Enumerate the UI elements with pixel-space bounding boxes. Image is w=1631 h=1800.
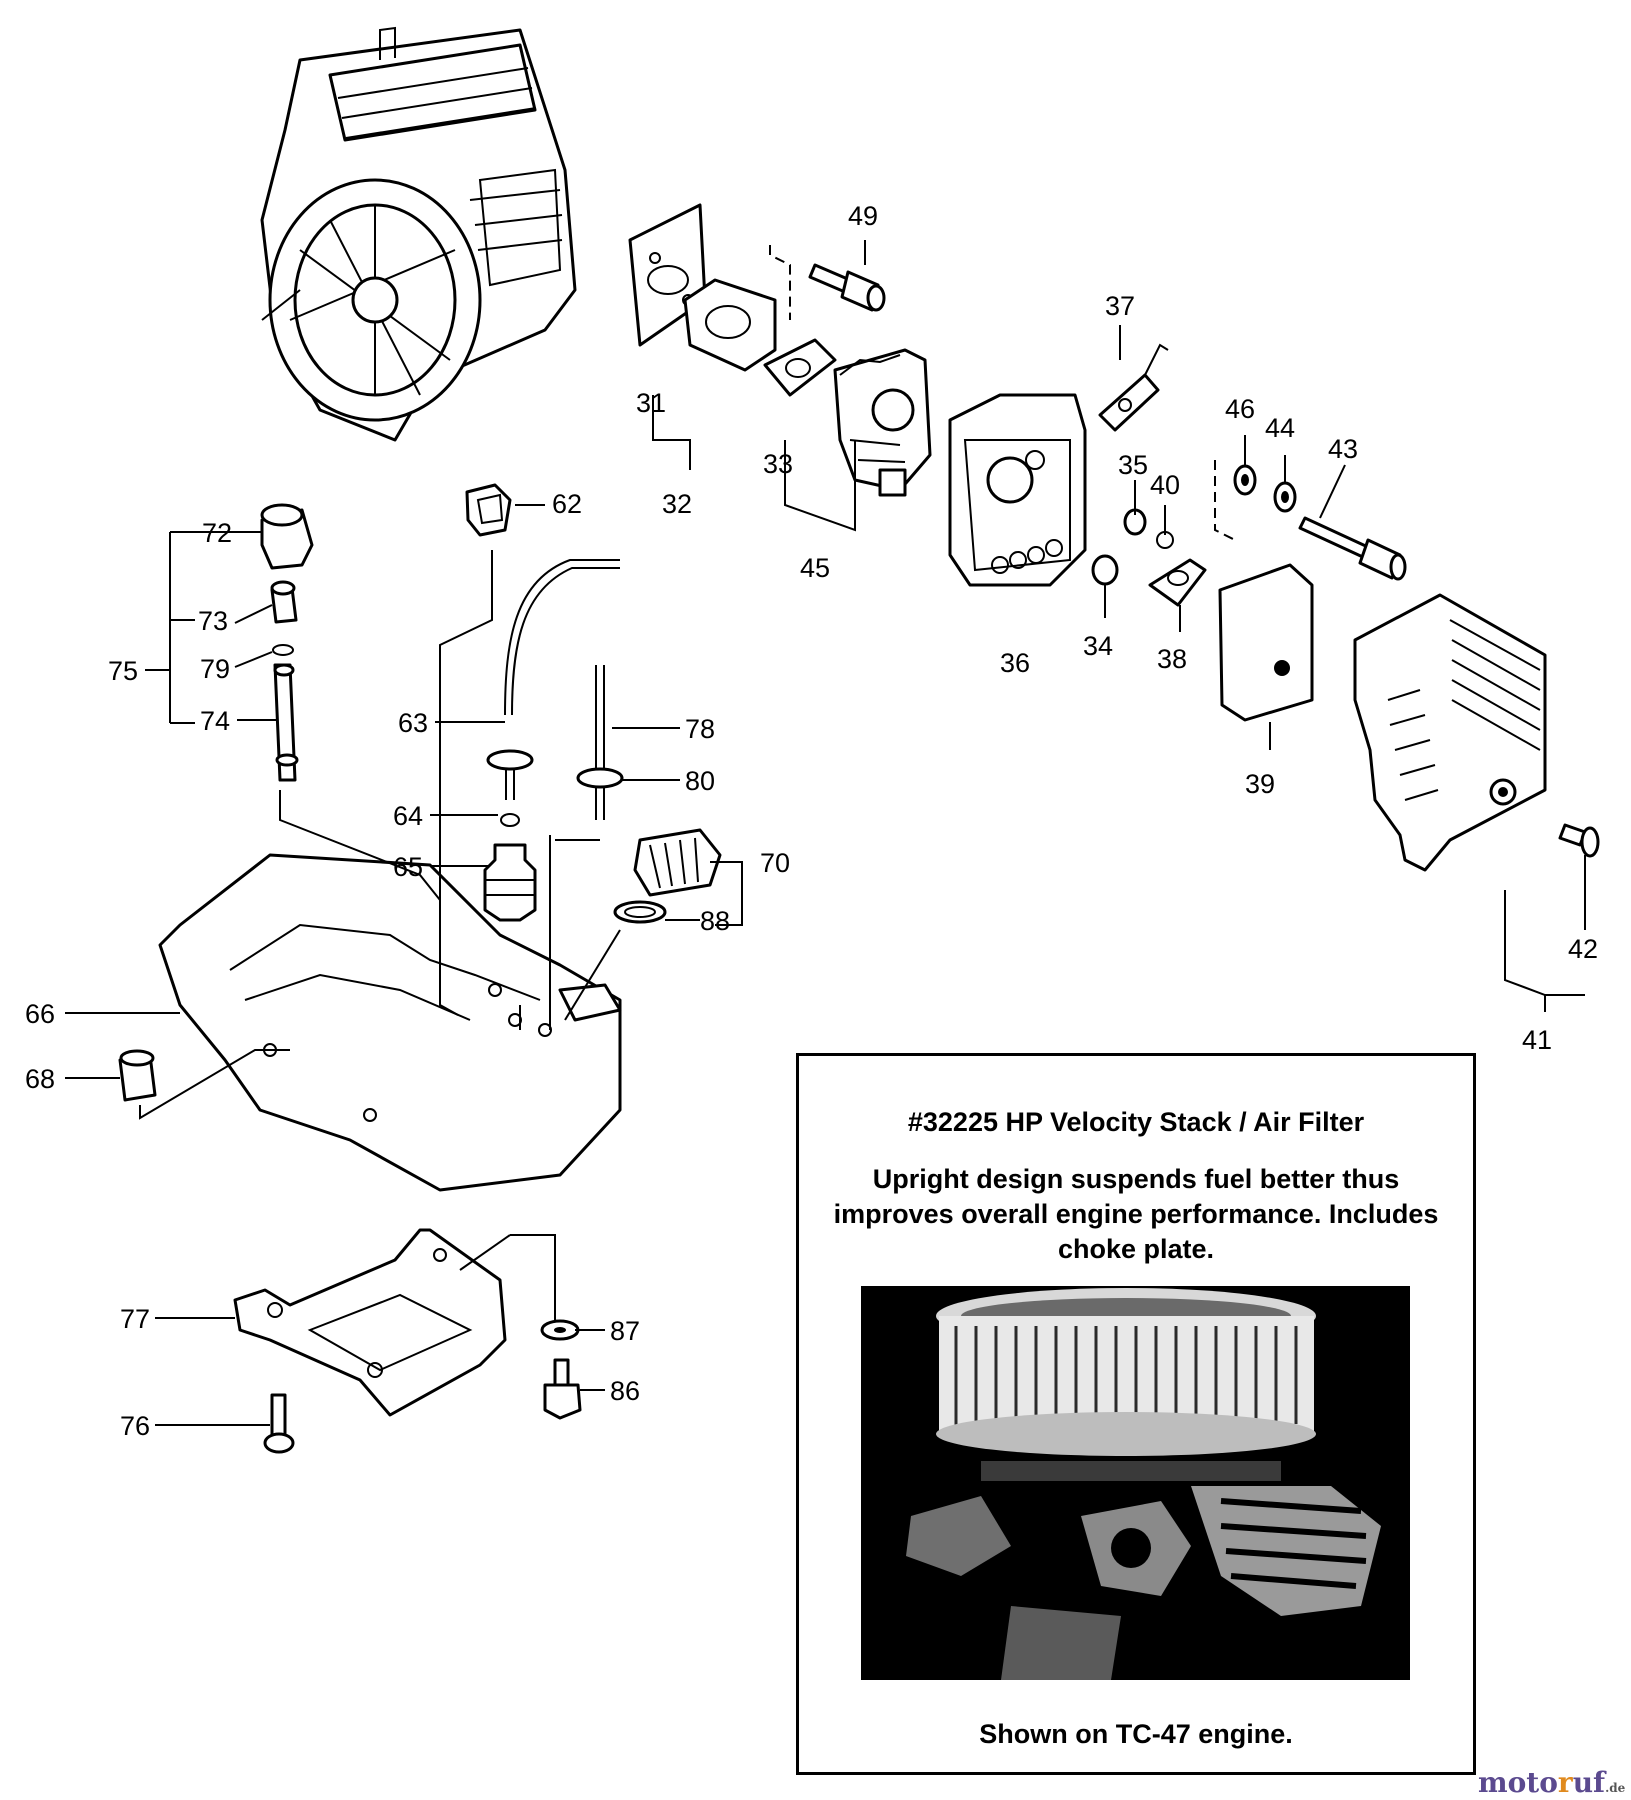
label-32: 32 [662, 489, 692, 519]
label-63: 63 [398, 708, 428, 738]
label-34: 34 [1083, 631, 1113, 661]
promo-description: Upright design suspends fuel better thus… [833, 1164, 1439, 1264]
label-38: 38 [1157, 644, 1187, 674]
label-35: 35 [1118, 450, 1148, 480]
fuel-filter-65 [483, 843, 537, 922]
label-45: 45 [800, 553, 830, 583]
label-42: 42 [1568, 934, 1598, 964]
label-79: 79 [200, 654, 230, 684]
clip-64 [500, 813, 520, 827]
small-parts-35-40-34 [1091, 508, 1174, 586]
watermark-part-1: moto [1478, 1766, 1558, 1799]
label-76: 76 [120, 1411, 150, 1441]
label-31: 31 [636, 388, 666, 418]
label-64: 64 [393, 801, 423, 831]
label-80: 80 [685, 766, 715, 796]
bolt-49 [808, 263, 886, 312]
engine-photo [861, 1286, 1410, 1680]
label-46: 46 [1225, 394, 1255, 424]
label-44: 44 [1265, 413, 1295, 443]
filter-cover-41 [1353, 593, 1547, 872]
label-77: 77 [120, 1304, 150, 1334]
label-88: 88 [700, 906, 730, 936]
promo-box: #32225 HP Velocity Stack / Air Filter Up… [796, 1053, 1476, 1775]
cap-assembly-75 [260, 503, 314, 782]
label-49: 49 [848, 201, 878, 231]
watermark-tld: .de [1605, 1781, 1626, 1795]
label-78: 78 [685, 714, 715, 744]
grommet-68 [118, 1049, 157, 1102]
fuel-line-63 [486, 559, 620, 800]
callout-labels: 49 31 32 33 45 37 46 44 43 35 40 36 34 3… [25, 201, 1598, 1441]
watermark-part-2: r [1557, 1766, 1573, 1799]
engine-block [260, 26, 577, 442]
label-36: 36 [1000, 648, 1030, 678]
label-86: 86 [610, 1376, 640, 1406]
screw-42 [1558, 823, 1600, 858]
insulator-32 [683, 278, 777, 372]
choke-lever-37 [1098, 343, 1169, 432]
washer-87 [540, 1319, 580, 1341]
label-39: 39 [1245, 769, 1275, 799]
label-65: 65 [393, 852, 423, 882]
watermark-part-3: uf [1572, 1766, 1606, 1799]
label-62: 62 [552, 489, 582, 519]
label-66: 66 [25, 999, 55, 1029]
label-72: 72 [202, 518, 232, 548]
label-40: 40 [1150, 470, 1180, 500]
choke-plate-38 [1148, 558, 1207, 607]
air-filter-housing-36 [948, 393, 1087, 587]
label-70: 70 [760, 848, 790, 878]
label-75: 75 [108, 656, 138, 686]
air-filter-photo-graphic [861, 1286, 1410, 1680]
filter-element-39 [1218, 563, 1314, 722]
tube-78 [576, 665, 624, 820]
screw-86 [543, 1358, 582, 1420]
vent-62 [465, 483, 512, 537]
bracket-77 [233, 1228, 507, 1417]
label-87: 87 [610, 1316, 640, 1346]
label-73: 73 [198, 606, 228, 636]
bolt-76 [263, 1393, 295, 1454]
leader-lines [65, 240, 1586, 1426]
label-37: 37 [1105, 291, 1135, 321]
label-68: 68 [25, 1064, 55, 1094]
promo-title: #32225 HP Velocity Stack / Air Filter [907, 1107, 1365, 1137]
strainer-70 [633, 828, 722, 897]
bolt-43 [1298, 516, 1407, 581]
label-43: 43 [1328, 434, 1358, 464]
promo-caption: Shown on TC-47 engine. [979, 1719, 1293, 1749]
gasket-33 [763, 338, 837, 397]
watermark-logo: motoruf.de [1478, 1766, 1625, 1799]
fuel-tank-66 [158, 853, 622, 1192]
label-33: 33 [763, 449, 793, 479]
label-74: 74 [200, 706, 230, 736]
carburetor-45 [833, 348, 932, 497]
seal-88 [613, 900, 667, 924]
label-41: 41 [1522, 1025, 1552, 1055]
